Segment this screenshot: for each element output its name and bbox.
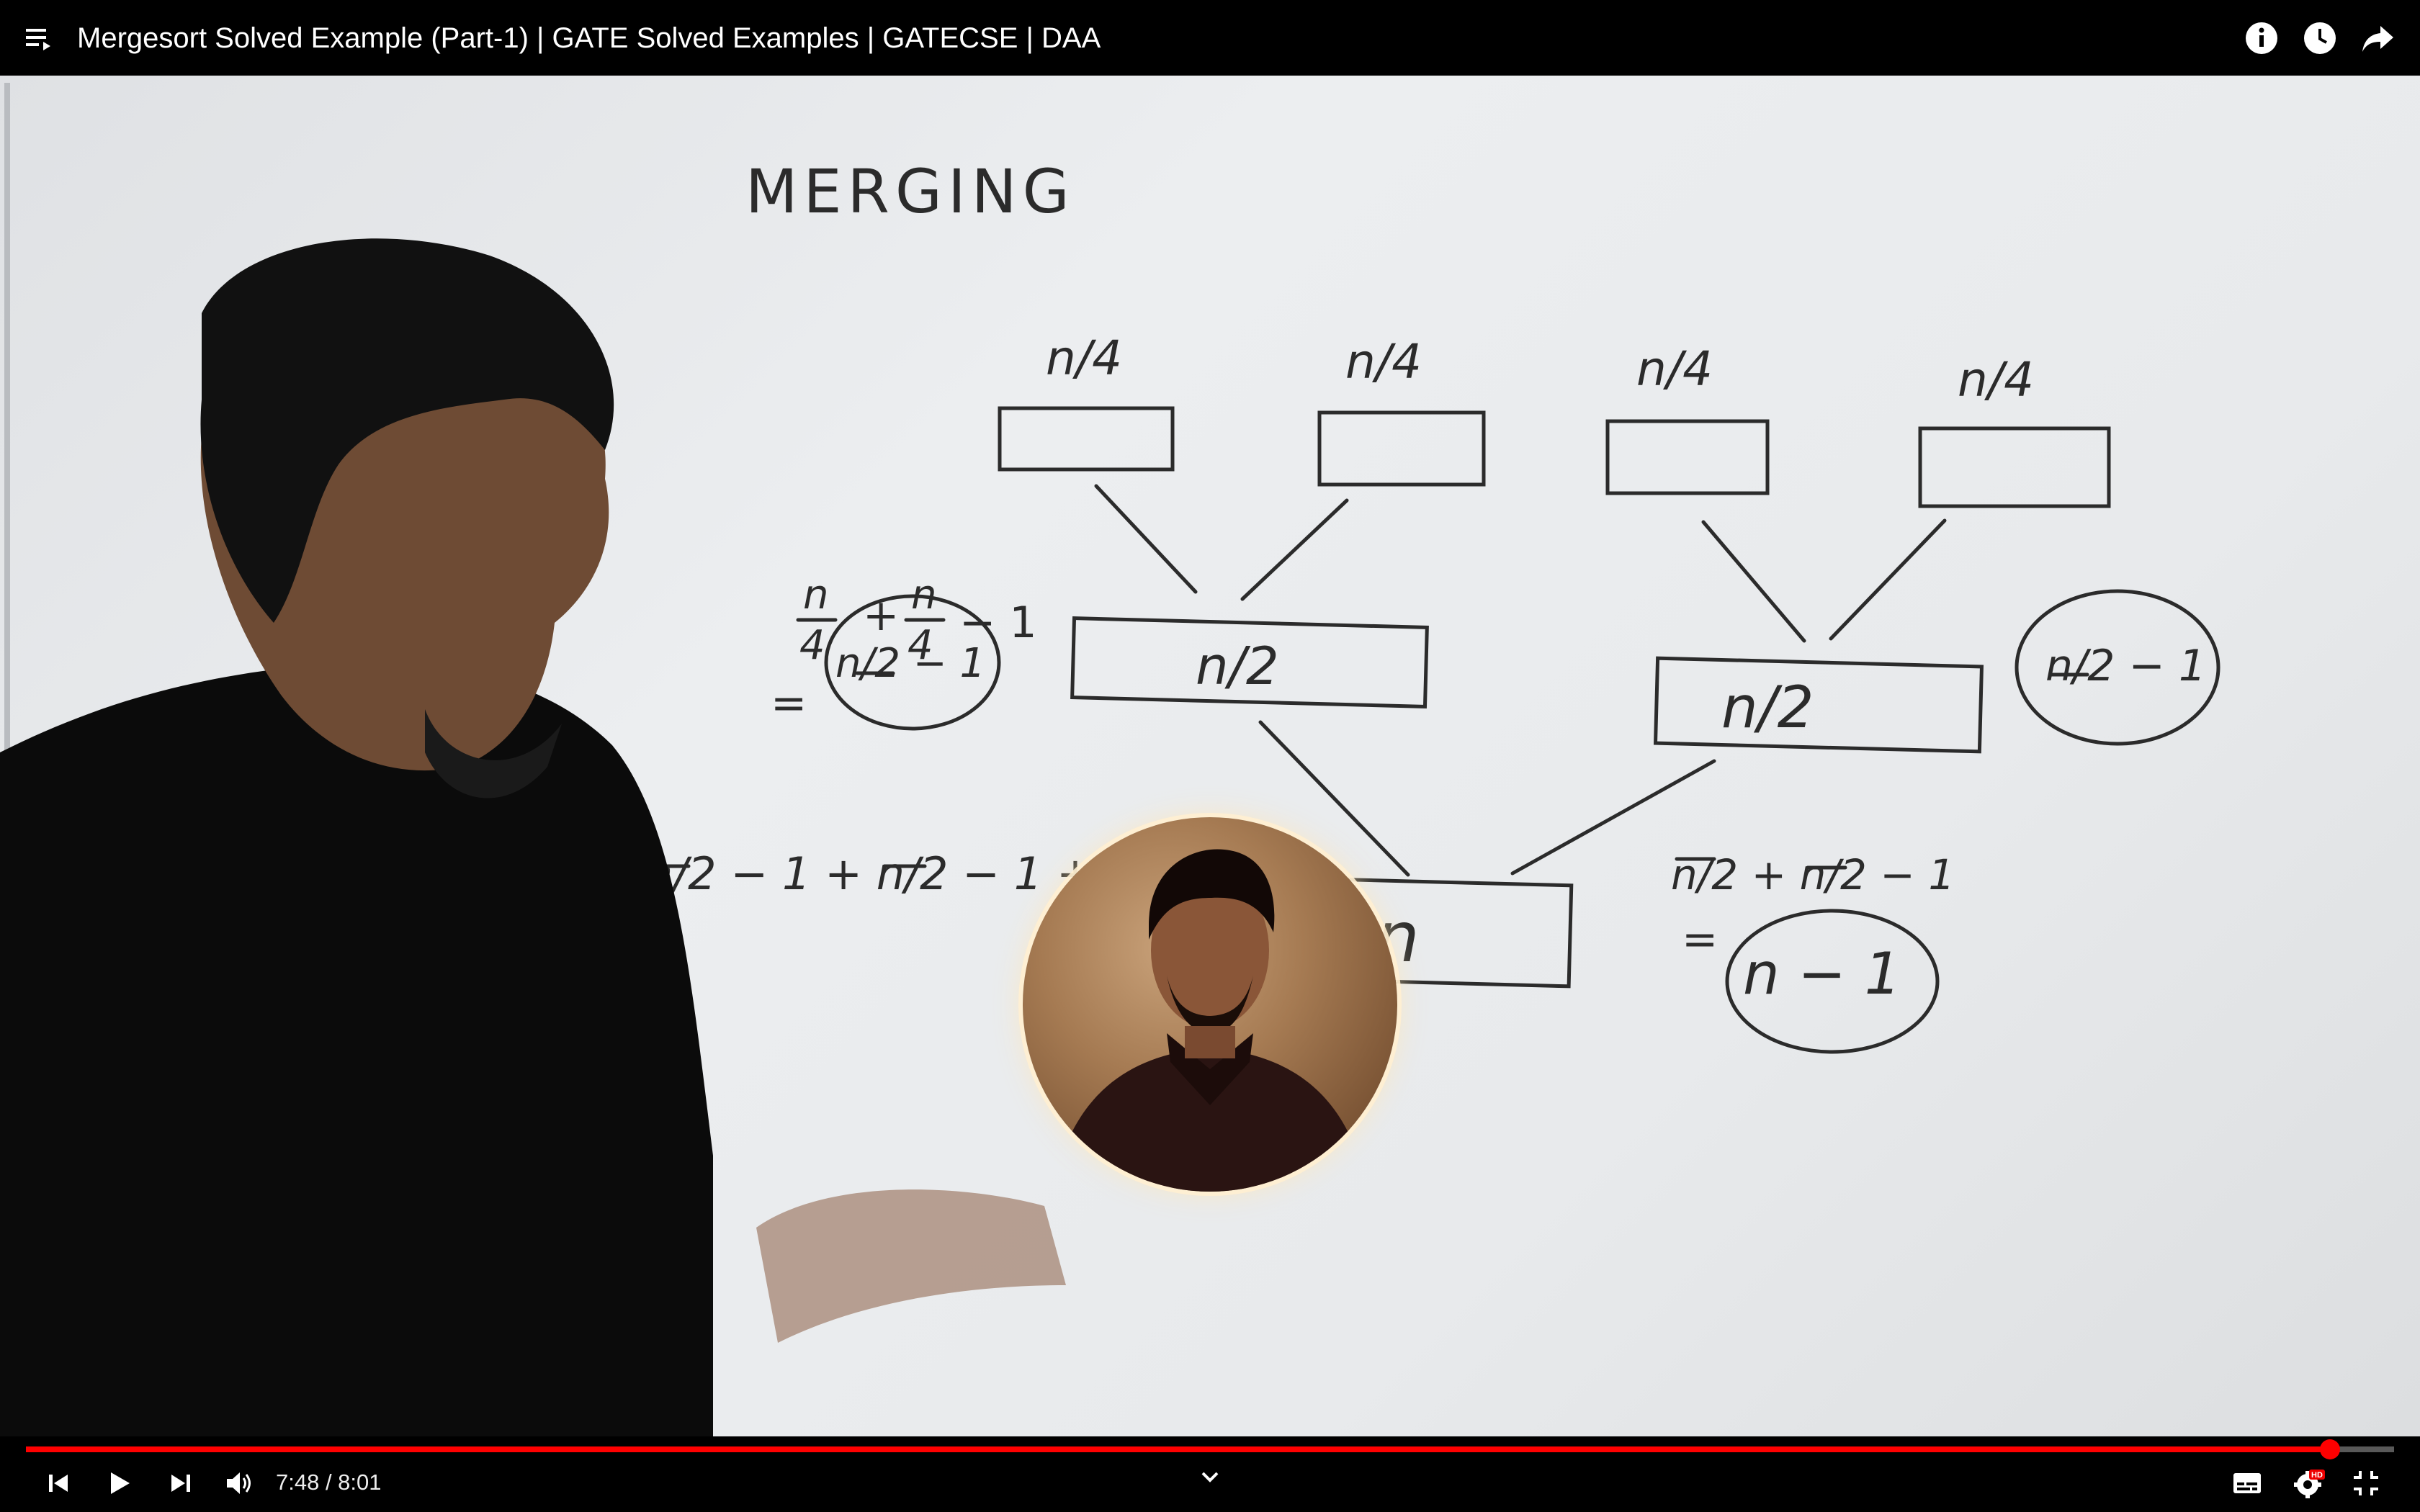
board-heading: MERGING (745, 156, 1075, 227)
equals-sign: = (771, 678, 807, 729)
video-title[interactable]: Mergesort Solved Example (Part-1) | GATE… (77, 22, 1101, 54)
settings-icon[interactable]: HD (2290, 1465, 2326, 1501)
top-label-1: n/4 (1046, 330, 1122, 386)
scrubber-handle[interactable] (2320, 1439, 2341, 1459)
left-result: n/2 − 1 (835, 640, 985, 687)
exit-fullscreen-icon[interactable] (2348, 1465, 2384, 1501)
chevron-down-icon[interactable] (1197, 1466, 1223, 1488)
top-bar: Mergesort Solved Example (Part-1) | GATE… (0, 0, 2420, 76)
top-box-4 (1918, 426, 2111, 508)
presenter-avatar (1023, 817, 1397, 1192)
minus-one: − 1 (959, 598, 1037, 648)
video-frame[interactable]: MERGING n/4 n/4 n/4 n/4 n/2 n/2 n n 4 + … (0, 76, 2420, 1436)
left-expr-den-1: 4 (799, 622, 825, 669)
share-icon[interactable] (2360, 20, 2396, 56)
progress-played (26, 1446, 2331, 1452)
left-expr-den-2: 4 (908, 622, 933, 669)
time-display: 7:48 / 8:01 (276, 1470, 382, 1495)
mid-box-1 (1070, 616, 1429, 708)
captions-icon[interactable] (2229, 1465, 2265, 1501)
previous-icon[interactable] (40, 1465, 76, 1501)
info-icon[interactable] (2244, 20, 2280, 56)
watch-later-icon[interactable] (2302, 20, 2338, 56)
mid-label-2: n/2 (1721, 674, 1814, 741)
top-box-2 (1317, 410, 1486, 487)
progress-bar[interactable] (26, 1439, 2394, 1459)
top-label-3: n/4 (1636, 341, 1713, 397)
volume-icon[interactable] (221, 1465, 257, 1501)
top-box-3 (1605, 419, 1770, 495)
left-expr-num-2: n (911, 572, 937, 618)
top-box-1 (998, 406, 1175, 472)
right-result: n/2 − 1 (2045, 641, 2206, 691)
whiteboard: MERGING n/4 n/4 n/4 n/4 n/2 n/2 n n 4 + … (0, 83, 2220, 1436)
equals-sign-2: = (1682, 914, 1718, 965)
play-icon[interactable] (101, 1465, 137, 1501)
plus-sign: + (863, 590, 899, 641)
mid-label-1: n/2 (1196, 636, 1279, 696)
mid-box-2 (1653, 656, 1984, 754)
next-icon[interactable] (163, 1465, 199, 1501)
top-label-4: n/4 (1958, 352, 2034, 408)
presenter (0, 238, 1066, 1436)
left-expr-num-1: n (803, 572, 829, 618)
bottom-right-result: n − 1 (1743, 940, 1901, 1007)
bottom-right-expr: n/2 + n/2 − 1 (1671, 850, 1955, 899)
hd-badge: HD (2311, 1471, 2323, 1480)
playlist-icon[interactable] (26, 24, 56, 53)
top-label-2: n/4 (1345, 334, 1422, 390)
bottom-left-expr: n/2 − 1 + n/2 − 1 + (645, 847, 1094, 900)
